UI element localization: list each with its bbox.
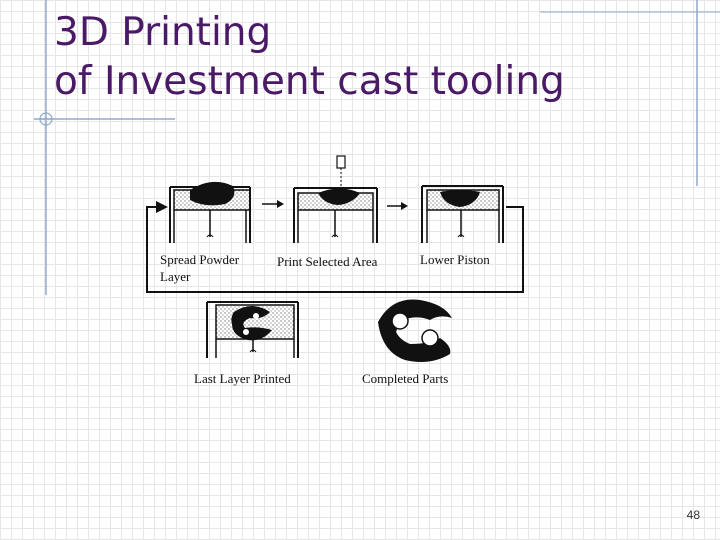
arrow-step2-to-step3 (387, 202, 408, 210)
caption-spread-powder-line1: Spread Powder (160, 252, 240, 267)
step-print-selected-graphic (293, 155, 378, 243)
caption-print-selected-area: Print Selected Area (277, 254, 378, 269)
caption-completed-parts: Completed Parts (362, 371, 449, 386)
title-line-2: of Investment cast tooling (54, 59, 565, 104)
process-loop-frame (146, 201, 524, 293)
arrow-step1-to-step2 (262, 200, 284, 208)
caption-spread-powder: Spread Powder Layer (160, 251, 239, 285)
title-line-1: 3D Printing (54, 10, 272, 55)
step-spread-powder-graphic (169, 181, 251, 243)
caption-lower-piston: Lower Piston (420, 252, 490, 267)
last-layer-graphic (206, 301, 299, 358)
page-number: 48 (686, 508, 700, 522)
step-lower-piston-graphic (421, 185, 504, 243)
completed-parts-graphic (378, 299, 452, 362)
caption-last-layer-printed: Last Layer Printed (194, 371, 291, 386)
slide-title: 3D Printing of Investment cast tooling (54, 8, 565, 106)
caption-spread-powder-line2: Layer (160, 269, 191, 284)
